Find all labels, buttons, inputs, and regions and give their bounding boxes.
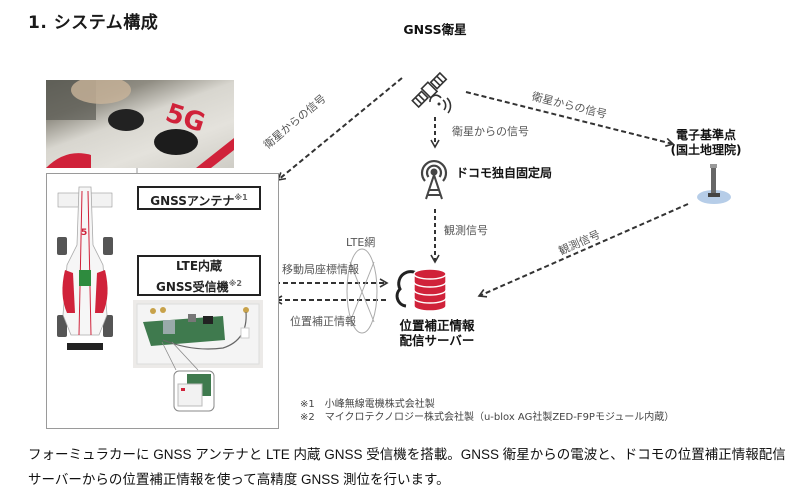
cloud-database-icon <box>395 268 447 312</box>
lte-network-symbol <box>346 248 378 334</box>
gnss-antenna-note: ※1 <box>234 193 248 202</box>
label-car-to-server: 移動局座標情報 <box>282 263 359 276</box>
label-docomo-to-server: 観測信号 <box>444 224 488 237</box>
server-label-line2: 配信サーバー <box>399 333 475 348</box>
gnss-receiver-label-line2: GNSS受信機 <box>156 280 229 294</box>
gnss-antenna-callout: GNSSアンテナ※1 <box>137 186 261 210</box>
antenna-photo-illustration: 5G <box>46 80 234 168</box>
satellite-icon <box>411 71 452 114</box>
server-label-line1: 位置補正情報 <box>399 318 475 333</box>
module-leader-lines <box>161 341 199 371</box>
description-paragraph: フォーミュラカーに GNSS アンテナと LTE 内蔵 GNSS 受信機を搭載。… <box>28 447 786 487</box>
formula-car-illustration: 5 <box>57 186 113 350</box>
satellite-label: GNSS衛星 <box>403 22 467 37</box>
gnss-receiver-note: ※2 <box>228 279 242 288</box>
receiver-board-photo <box>133 300 263 368</box>
gnss-antenna-label: GNSSアンテナ <box>150 194 235 208</box>
footnote-1: ※1 小峰無線電機株式会社製 <box>300 399 435 410</box>
arrow-satellite-to-car <box>276 77 403 182</box>
label-server-to-car: 位置補正情報 <box>290 315 356 328</box>
arrow-reference-to-server <box>477 203 689 298</box>
gnss-module-inset <box>173 370 215 412</box>
reference-station-icon <box>697 164 731 204</box>
reference-station-org: (国土地理院) <box>670 143 742 157</box>
section-title: 1. システム構成 <box>28 13 159 33</box>
footnotes: ※1 小峰無線電機株式会社製 ※2 マイクロテクノロジー株式会社製（u-blox… <box>300 398 674 424</box>
label-satellite-to-docomo: 衛星からの信号 <box>452 125 529 138</box>
gnss-receiver-label-line1: LTE内蔵 <box>175 259 223 273</box>
arrow-satellite-to-reference <box>465 91 675 147</box>
docomo-station-label: ドコモ独自固定局 <box>456 166 553 180</box>
label-lte-network: LTE網 <box>346 236 376 249</box>
radio-tower-icon <box>420 159 448 200</box>
server-label: 位置補正情報 配信サーバー <box>387 318 487 348</box>
reference-station-name: 電子基準点 <box>675 128 736 142</box>
antenna-photo: 5G <box>46 80 234 168</box>
footnote-2: ※2 マイクロテクノロジー株式会社製（u-blox AG社製ZED-F9Pモジュ… <box>300 412 675 423</box>
svg-text:5: 5 <box>81 228 87 238</box>
reference-station-label: 電子基準点 (国土地理院) <box>664 128 748 158</box>
gnss-receiver-callout: LTE内蔵 GNSS受信機※2 <box>137 255 261 296</box>
